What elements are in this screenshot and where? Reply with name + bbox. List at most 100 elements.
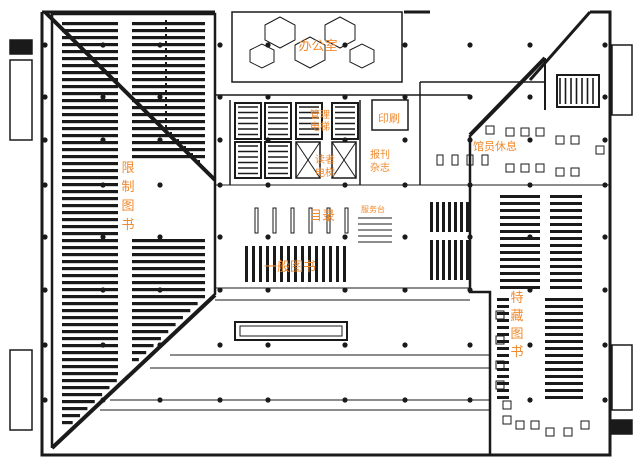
- shelf-row: [132, 99, 205, 103]
- column: [42, 234, 48, 240]
- shelf-row: [545, 368, 583, 371]
- shelf-row: [132, 337, 161, 341]
- label-special-2: 藏: [510, 309, 523, 324]
- column: [467, 234, 473, 240]
- seat: [451, 154, 459, 166]
- shelf-row: [545, 347, 583, 350]
- column: [265, 182, 271, 188]
- seat: [495, 335, 505, 345]
- column: [157, 234, 163, 240]
- shelf-row: [497, 347, 509, 350]
- seat: [495, 310, 505, 320]
- seat: [555, 135, 565, 145]
- structural-columns: [42, 42, 608, 403]
- shelf-row: [62, 358, 118, 362]
- shelf-column: [245, 246, 248, 282]
- shelf-row: [132, 50, 205, 54]
- catalog-cabinet: [344, 207, 349, 234]
- shelf-end: [165, 69, 167, 73]
- seat: [570, 135, 580, 145]
- shelf-row: [500, 272, 540, 275]
- shelf-row: [62, 134, 118, 138]
- shelf-row: [497, 305, 509, 308]
- shelf-row: [497, 333, 509, 336]
- shelf-end: [165, 125, 167, 129]
- shelf-row: [62, 204, 118, 208]
- column: [602, 342, 608, 348]
- shelf-column: [315, 246, 318, 282]
- elevator-cross: [331, 141, 357, 179]
- shelf-row: [132, 22, 205, 26]
- shelf-row: [500, 237, 540, 240]
- shelf-end: [165, 41, 167, 45]
- column: [42, 42, 48, 48]
- shelf-row: [62, 295, 118, 299]
- shelf-row: [62, 260, 118, 264]
- shelf-row: [550, 244, 582, 247]
- shelf-column: [430, 240, 433, 280]
- shelf-row: [550, 223, 582, 226]
- shelf-row: [497, 326, 509, 329]
- shelf-column: [448, 202, 451, 232]
- shelf-row: [550, 251, 582, 254]
- shelf-column: [466, 240, 469, 280]
- shelf-column: [442, 240, 445, 280]
- shelf-row: [132, 120, 205, 124]
- shelf-row: [62, 190, 118, 194]
- shelf-row: [62, 239, 118, 243]
- elevator-shaft: [234, 102, 262, 140]
- column: [402, 287, 408, 293]
- column: [402, 397, 408, 403]
- shelf-row: [62, 309, 118, 313]
- elevator-shaft: [264, 141, 292, 179]
- catalog-cabinet: [326, 207, 331, 234]
- column: [100, 182, 106, 188]
- shelf-row: [550, 202, 582, 205]
- shelf-end: [165, 111, 167, 115]
- shelf-row: [62, 85, 118, 89]
- shelf-row: [62, 43, 118, 47]
- shelf-row: [545, 305, 583, 308]
- label-general-books: 一般图书: [264, 259, 316, 275]
- column: [100, 137, 106, 143]
- shelf-end: [177, 139, 179, 143]
- elevator-shaft: [295, 102, 323, 140]
- shelf-row: [62, 330, 118, 334]
- shelf-row: [500, 230, 540, 233]
- shelf-row: [545, 319, 583, 322]
- column: [42, 342, 48, 348]
- diagonal-top-left: [43, 10, 217, 182]
- elevator-shafts: [234, 74, 600, 179]
- shelf-row: [132, 344, 154, 348]
- label-reader-elevator-2: 电梯: [315, 166, 335, 179]
- column: [527, 287, 533, 293]
- seat: [505, 127, 515, 137]
- column: [527, 42, 533, 48]
- shelf-row: [62, 36, 118, 40]
- shelf-row: [500, 265, 540, 268]
- seat: [570, 167, 580, 177]
- shelf-end: [165, 118, 167, 122]
- shelf-row: [497, 382, 509, 385]
- shelf-row: [62, 22, 118, 26]
- column: [217, 94, 223, 100]
- shelf-row: [500, 286, 540, 289]
- shelf-row: [545, 326, 583, 329]
- shelf-row: [132, 246, 205, 250]
- center-counter: [234, 321, 348, 341]
- shelf-end: [165, 48, 167, 52]
- seat: [515, 420, 525, 430]
- elevator-shaft: [331, 102, 359, 140]
- shelf-row: [132, 274, 205, 278]
- column: [217, 342, 223, 348]
- column: [342, 397, 348, 403]
- shelf-column: [436, 240, 439, 280]
- shelf-column: [343, 246, 346, 282]
- column: [157, 287, 163, 293]
- column: [602, 287, 608, 293]
- label-reader-elevator-1: 读者: [315, 153, 335, 166]
- shelf-row: [62, 379, 117, 383]
- shelf-row: [550, 209, 582, 212]
- column: [342, 94, 348, 100]
- shelf-row: [62, 253, 118, 257]
